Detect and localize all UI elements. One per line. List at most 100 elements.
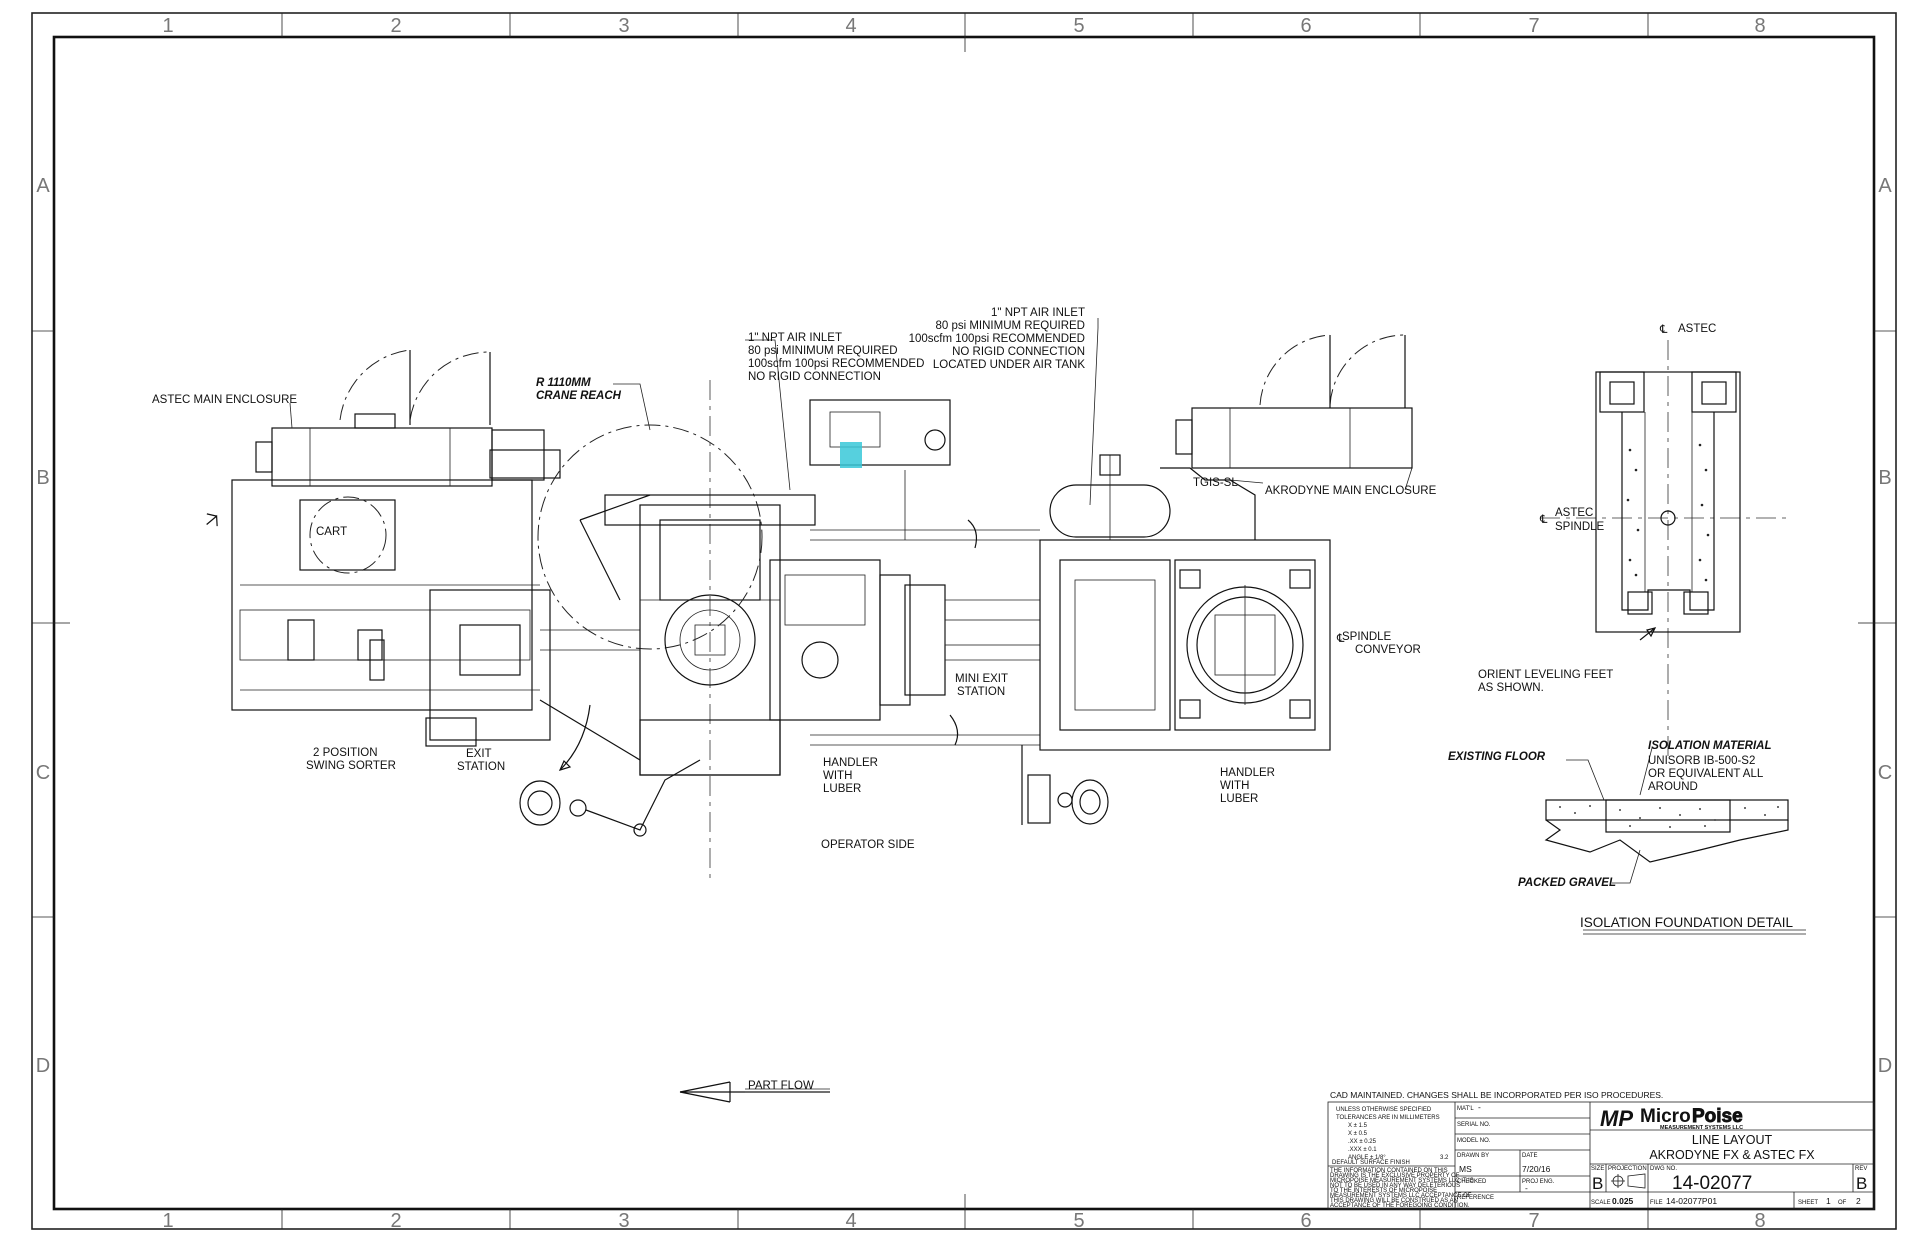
tb-file: 14-02077P01 (1666, 1196, 1717, 1206)
tb-title-1: LINE LAYOUT (1692, 1133, 1773, 1147)
tb-scale-label: SCALE (1591, 1200, 1611, 1206)
zone-dividers (32, 13, 1896, 1229)
air-inlet-highlight (840, 442, 862, 468)
zone-col-1: 1 (162, 15, 173, 37)
tb-drawn-by: MS (1459, 1164, 1472, 1174)
label-air-inlet-left-2: 80 psi MINIMUM REQUIRED (748, 345, 898, 357)
tb-cad-note: CAD MAINTAINED. CHANGES SHALL BE INCORPO… (1330, 1090, 1663, 1100)
tb-company-mark: MP (1600, 1106, 1633, 1131)
tb-size-label: SIZE (1591, 1166, 1604, 1172)
tb-checked-label: CHECKED (1457, 1179, 1487, 1185)
akrodyne-main-enclosure (1191, 407, 1413, 469)
detail-isolation-note-3: AROUND (1648, 781, 1698, 793)
detail-existing-floor: EXISTING FLOOR (1448, 751, 1546, 763)
zone-row-a-right: A (1878, 175, 1892, 197)
tb-prop-1: THE INFORMATION CONTAINED ON THIS (1330, 1168, 1448, 1174)
label-spindle-conveyor-cl: ℄ (1336, 633, 1345, 645)
zone-col-5-bottom: 5 (1073, 1210, 1084, 1232)
label-air-inlet-right-5: LOCATED UNDER AIR TANK (933, 359, 1085, 371)
tb-prop-6: MEASUREMENT SYSTEMS LLC ACCEPTANCE OF (1330, 1193, 1472, 1199)
detail-title: ISOLATION FOUNDATION DETAIL (1580, 915, 1794, 930)
zone-column-labels-bottom: 1 2 3 4 5 6 7 8 (162, 1210, 1765, 1232)
tb-matl-value: - (1478, 1102, 1481, 1112)
akrodyne-line-drawing (1039, 334, 1413, 751)
leader-lines (289, 318, 1413, 506)
label-air-inlet-right-4: NO RIGID CONNECTION (952, 346, 1085, 358)
label-astec-main-enclosure: ASTEC MAIN ENCLOSURE (152, 394, 297, 406)
tb-company-name-b: Poise (1692, 1106, 1743, 1127)
tb-tol-8: DEFAULT SURFACE FINISH (1332, 1160, 1410, 1166)
label-spindle-conveyor-2: CONVEYOR (1355, 644, 1421, 656)
detail-astec-spindle-1: ASTEC (1555, 507, 1593, 519)
label-exit-station-1: EXIT (466, 748, 492, 760)
zone-col-8-bottom: 8 (1754, 1210, 1765, 1232)
tb-prop-4: NOT TO BE USED IN ANY WAY DELETERIOUS (1330, 1183, 1460, 1189)
zone-col-6: 6 (1300, 15, 1311, 37)
tb-rev-label: REV (1855, 1166, 1867, 1172)
label-crane-reach-2: CRANE REACH (536, 390, 622, 402)
zone-col-3: 3 (618, 15, 629, 37)
zone-col-6-bottom: 6 (1300, 1210, 1311, 1232)
zone-row-b-right: B (1878, 467, 1891, 489)
label-swing-sorter-1: 2 POSITION (313, 747, 378, 759)
tb-title-2: AKRODYNE FX & ASTEC FX (1649, 1148, 1815, 1162)
tb-of-label: OF (1838, 1200, 1847, 1206)
tb-tol-2: TOLERANCES ARE IN MILLIMETERS (1336, 1115, 1440, 1121)
tb-matl-label: MAT'L (1457, 1106, 1474, 1112)
zone-col-7: 7 (1528, 15, 1539, 37)
tb-prop-7: THIS DRAWING WILL BE CONSTRUED AS AN (1330, 1198, 1458, 1204)
tb-tol-1: UNLESS OTHERWISE SPECIFIED (1336, 1107, 1432, 1113)
zone-row-b-left: B (36, 467, 49, 489)
label-handler-left-3: LUBER (823, 783, 861, 795)
tb-model-label: MODEL NO. (1457, 1138, 1491, 1144)
detail-orient-1: ORIENT LEVELING FEET (1478, 669, 1613, 681)
isolation-foundation-detail: ℄ ASTEC ℄ ASTEC SPINDLE ORIENT LEVELING … (1448, 323, 1806, 935)
detail-isolation-note-1: UNISORB IB-500-S2 (1648, 755, 1755, 767)
zone-col-8: 8 (1754, 15, 1765, 37)
zone-col-1-bottom: 1 (162, 1210, 173, 1232)
label-air-inlet-right-2: 80 psi MINIMUM REQUIRED (935, 320, 1085, 332)
label-air-inlet-left-4: NO RIGID CONNECTION (748, 371, 881, 383)
label-exit-station-2: STATION (457, 761, 505, 773)
zone-row-c-right: C (1878, 762, 1892, 784)
astec-main-enclosure (271, 427, 493, 487)
label-air-inlet-left-3: 100scfm 100psi RECOMMENDED (748, 358, 924, 370)
inner-border (52, 35, 1876, 1211)
tb-tol-5: .XX ± 0.25 (1348, 1139, 1377, 1145)
tb-reference-label: REFERENCE (1457, 1195, 1494, 1201)
tb-company-name-a: Micro (1640, 1106, 1691, 1127)
tb-proj-eng-value: - (1525, 1183, 1528, 1193)
label-crane-reach-1: R 1110MM (536, 377, 591, 389)
label-handler-right-3: LUBER (1220, 793, 1258, 805)
zone-col-3-bottom: 3 (618, 1210, 629, 1232)
label-handler-left-1: HANDLER (823, 757, 878, 769)
outer-border (31, 12, 1897, 1230)
tb-tol-4: X ± 0.5 (1348, 1131, 1368, 1137)
zone-col-4-bottom: 4 (845, 1210, 856, 1232)
tb-scale: 0.025 (1612, 1196, 1634, 1206)
label-handler-left-2: WITH (823, 770, 852, 782)
detail-astec-spindle-cl: ℄ (1539, 514, 1548, 526)
tb-company-sub: MEASUREMENT SYSTEMS LLC (1660, 1125, 1743, 1131)
label-swing-sorter-2: SWING SORTER (306, 760, 396, 772)
part-flow-arrow (679, 1081, 830, 1103)
astec-line-drawing (206, 349, 701, 837)
label-air-inlet-right-1: 1" NPT AIR INLET (991, 307, 1085, 319)
tb-prop-8: ACCEPTANCE OF THE FOREGOING CONDITION. (1330, 1203, 1470, 1209)
air-inlet-unit (809, 399, 951, 466)
zone-row-labels: A B C D A B C D (36, 175, 1893, 1077)
detail-isolation-note-2: OR EQUIVALENT ALL (1648, 768, 1764, 780)
tb-file-label: FILE (1650, 1200, 1663, 1206)
tb-size: B (1592, 1174, 1603, 1193)
tb-date: 7/20/16 (1522, 1164, 1551, 1174)
label-akrodyne-main-enclosure: AKRODYNE MAIN ENCLOSURE (1265, 485, 1437, 497)
zone-row-c-left: C (36, 762, 50, 784)
tb-dwg-no-label: DWG NO. (1650, 1166, 1677, 1172)
zone-row-a-left: A (36, 175, 50, 197)
tb-dwg-no: 14-02077 (1672, 1173, 1752, 1194)
tb-date-label: DATE (1522, 1153, 1538, 1159)
title-block: CAD MAINTAINED. CHANGES SHALL BE INCORPO… (1327, 1090, 1875, 1210)
tb-sheet-label: SHEET (1798, 1200, 1818, 1206)
tb-tol-3: X ± 1.5 (1348, 1123, 1368, 1129)
tb-prop-3: MICROPOISE MEASUREMENT SYSTEMS LLC IT IS (1330, 1178, 1474, 1184)
